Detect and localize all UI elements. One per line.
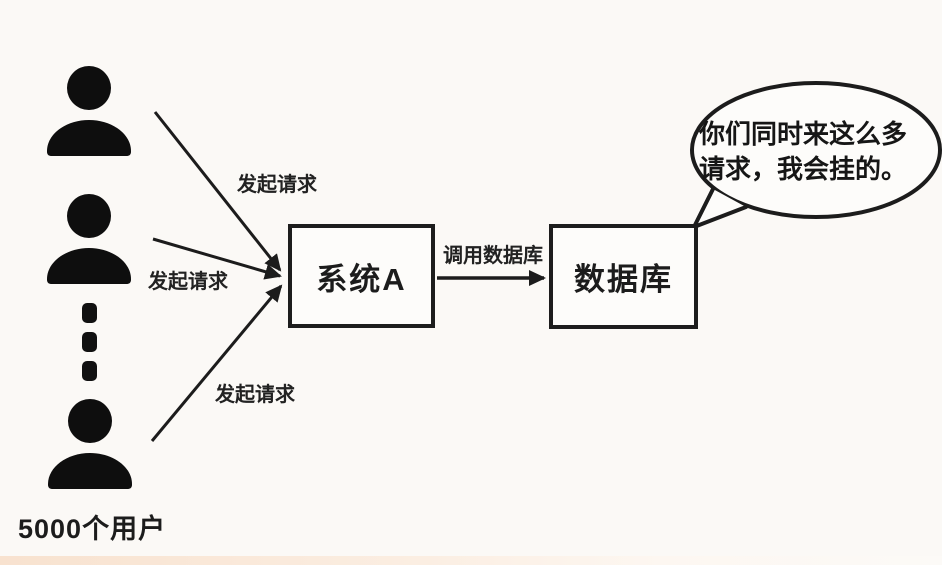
user-icon-2 — [44, 192, 134, 284]
speech-bubble-line-2: 请求，我会挂的。 — [699, 154, 908, 184]
ellipsis-dot — [82, 303, 97, 323]
speech-bubble-ellipse — [690, 81, 942, 219]
request-arrow-3 — [150, 284, 283, 442]
request-label-1: 发起请求 — [237, 174, 317, 196]
bottom-strip-decoration — [0, 556, 942, 565]
speech-bubble-text: 你们同时来这么多 请求，我会挂的。 — [699, 117, 937, 187]
ellipsis-dot — [82, 361, 97, 381]
call-db-label: 调用数据库 — [443, 245, 543, 267]
speech-bubble — [690, 81, 942, 229]
request-arrow-2 — [152, 237, 282, 280]
user-icon — [47, 66, 131, 156]
request-arrow-1 — [153, 111, 282, 272]
request-label-3: 发起请求 — [215, 384, 295, 406]
node-system-a-label: 系统A — [316, 261, 407, 297]
ellipsis-dot — [82, 332, 97, 352]
user-icon — [48, 399, 132, 489]
node-system-a: 系统A — [288, 224, 435, 328]
user-icon-1 — [44, 64, 134, 156]
request-label-2: 发起请求 — [148, 271, 228, 293]
users-group-label: 5000个用户 — [18, 514, 167, 544]
node-database-label: 数据库 — [574, 262, 673, 297]
user-icon — [47, 194, 131, 284]
node-database: 数据库 — [549, 224, 698, 329]
user-icon-3 — [45, 397, 135, 489]
speech-bubble-line-1: 你们同时来这么多 — [699, 119, 908, 149]
vertical-ellipsis-icon — [82, 303, 97, 381]
